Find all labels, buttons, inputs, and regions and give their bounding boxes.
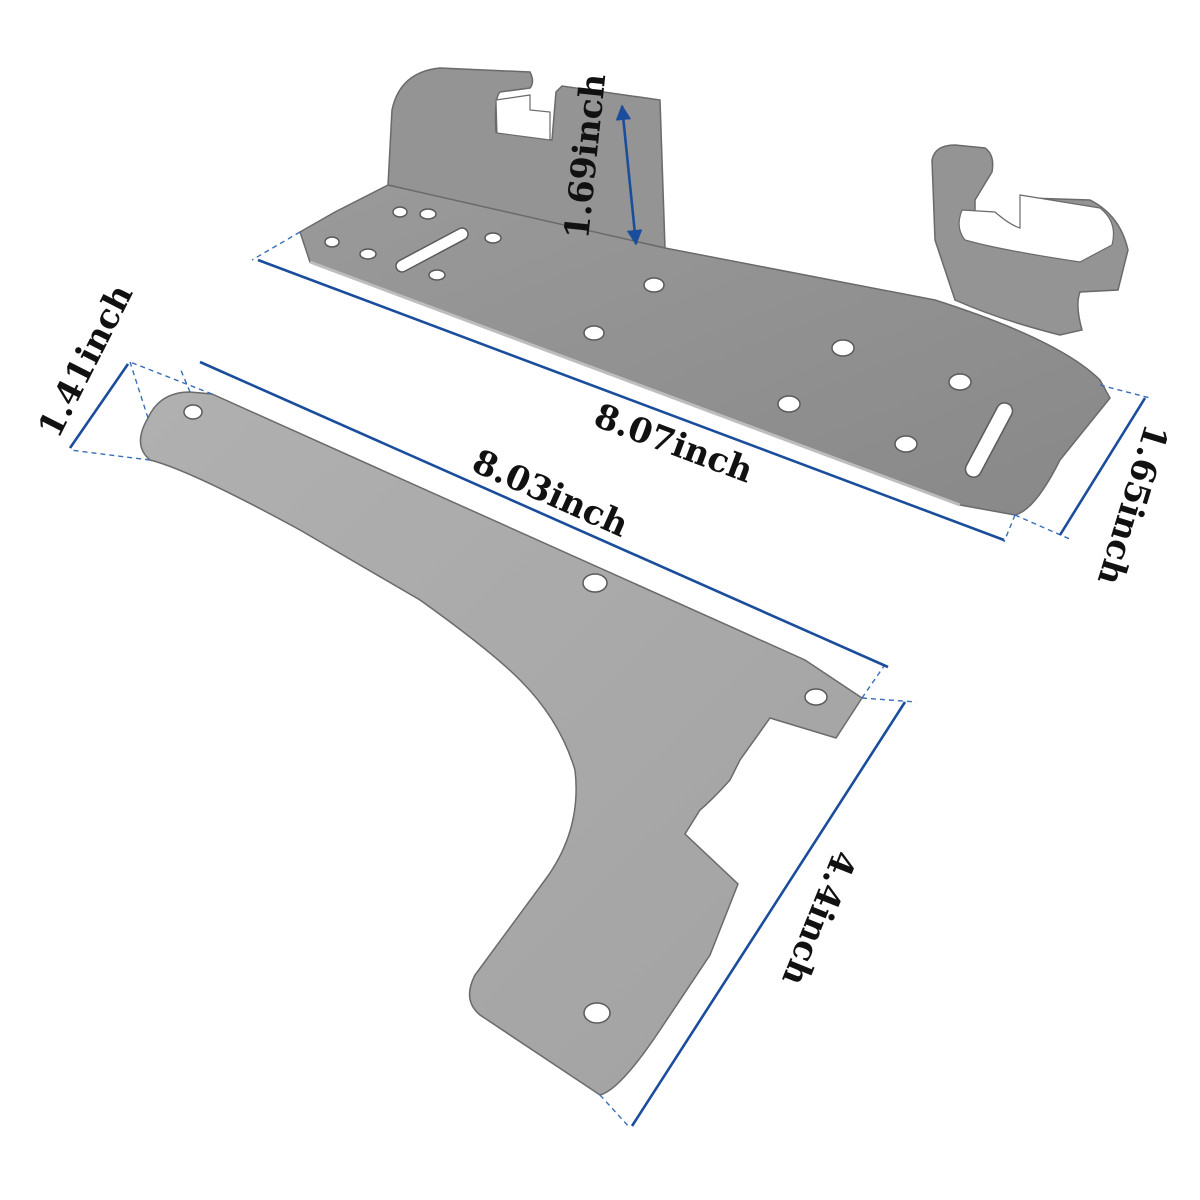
- mounting-hole: [428, 269, 446, 281]
- mounting-hole: [804, 688, 828, 706]
- mounting-hole: [948, 373, 972, 391]
- mounting-hole: [324, 236, 340, 248]
- mounting-hole: [484, 232, 502, 244]
- mounting-hole: [183, 404, 203, 420]
- top-width-label: 1.65inch: [1089, 419, 1176, 589]
- mounting-hole: [392, 206, 408, 218]
- top-bracket-holes: [324, 206, 1014, 478]
- side-plate-body: [139, 391, 864, 1096]
- mounting-hole: [831, 339, 855, 357]
- bottom-height-label: 4.4inch: [773, 845, 863, 992]
- mounting-hole: [777, 395, 801, 413]
- mounting-hole: [583, 325, 605, 341]
- mounting-hole: [894, 435, 918, 453]
- top-bracket: [299, 67, 1129, 516]
- slot-hole: [395, 227, 469, 273]
- mounting-hole: [582, 573, 608, 593]
- mounting-hole: [583, 1002, 611, 1024]
- top-bracket-base-plate: [299, 184, 1111, 516]
- side-plate: [139, 391, 864, 1096]
- top-bracket-right-hook-slot: [958, 194, 1115, 263]
- bottom-width-label: 1.41inch: [30, 278, 141, 444]
- mounting-hole: [419, 208, 437, 220]
- mounting-hole: [643, 277, 665, 293]
- mounting-hole: [359, 248, 377, 260]
- top-bracket-left-hook-slot: [495, 94, 551, 141]
- slot-hole: [964, 402, 1014, 478]
- top-bracket-front-edge: [309, 260, 961, 507]
